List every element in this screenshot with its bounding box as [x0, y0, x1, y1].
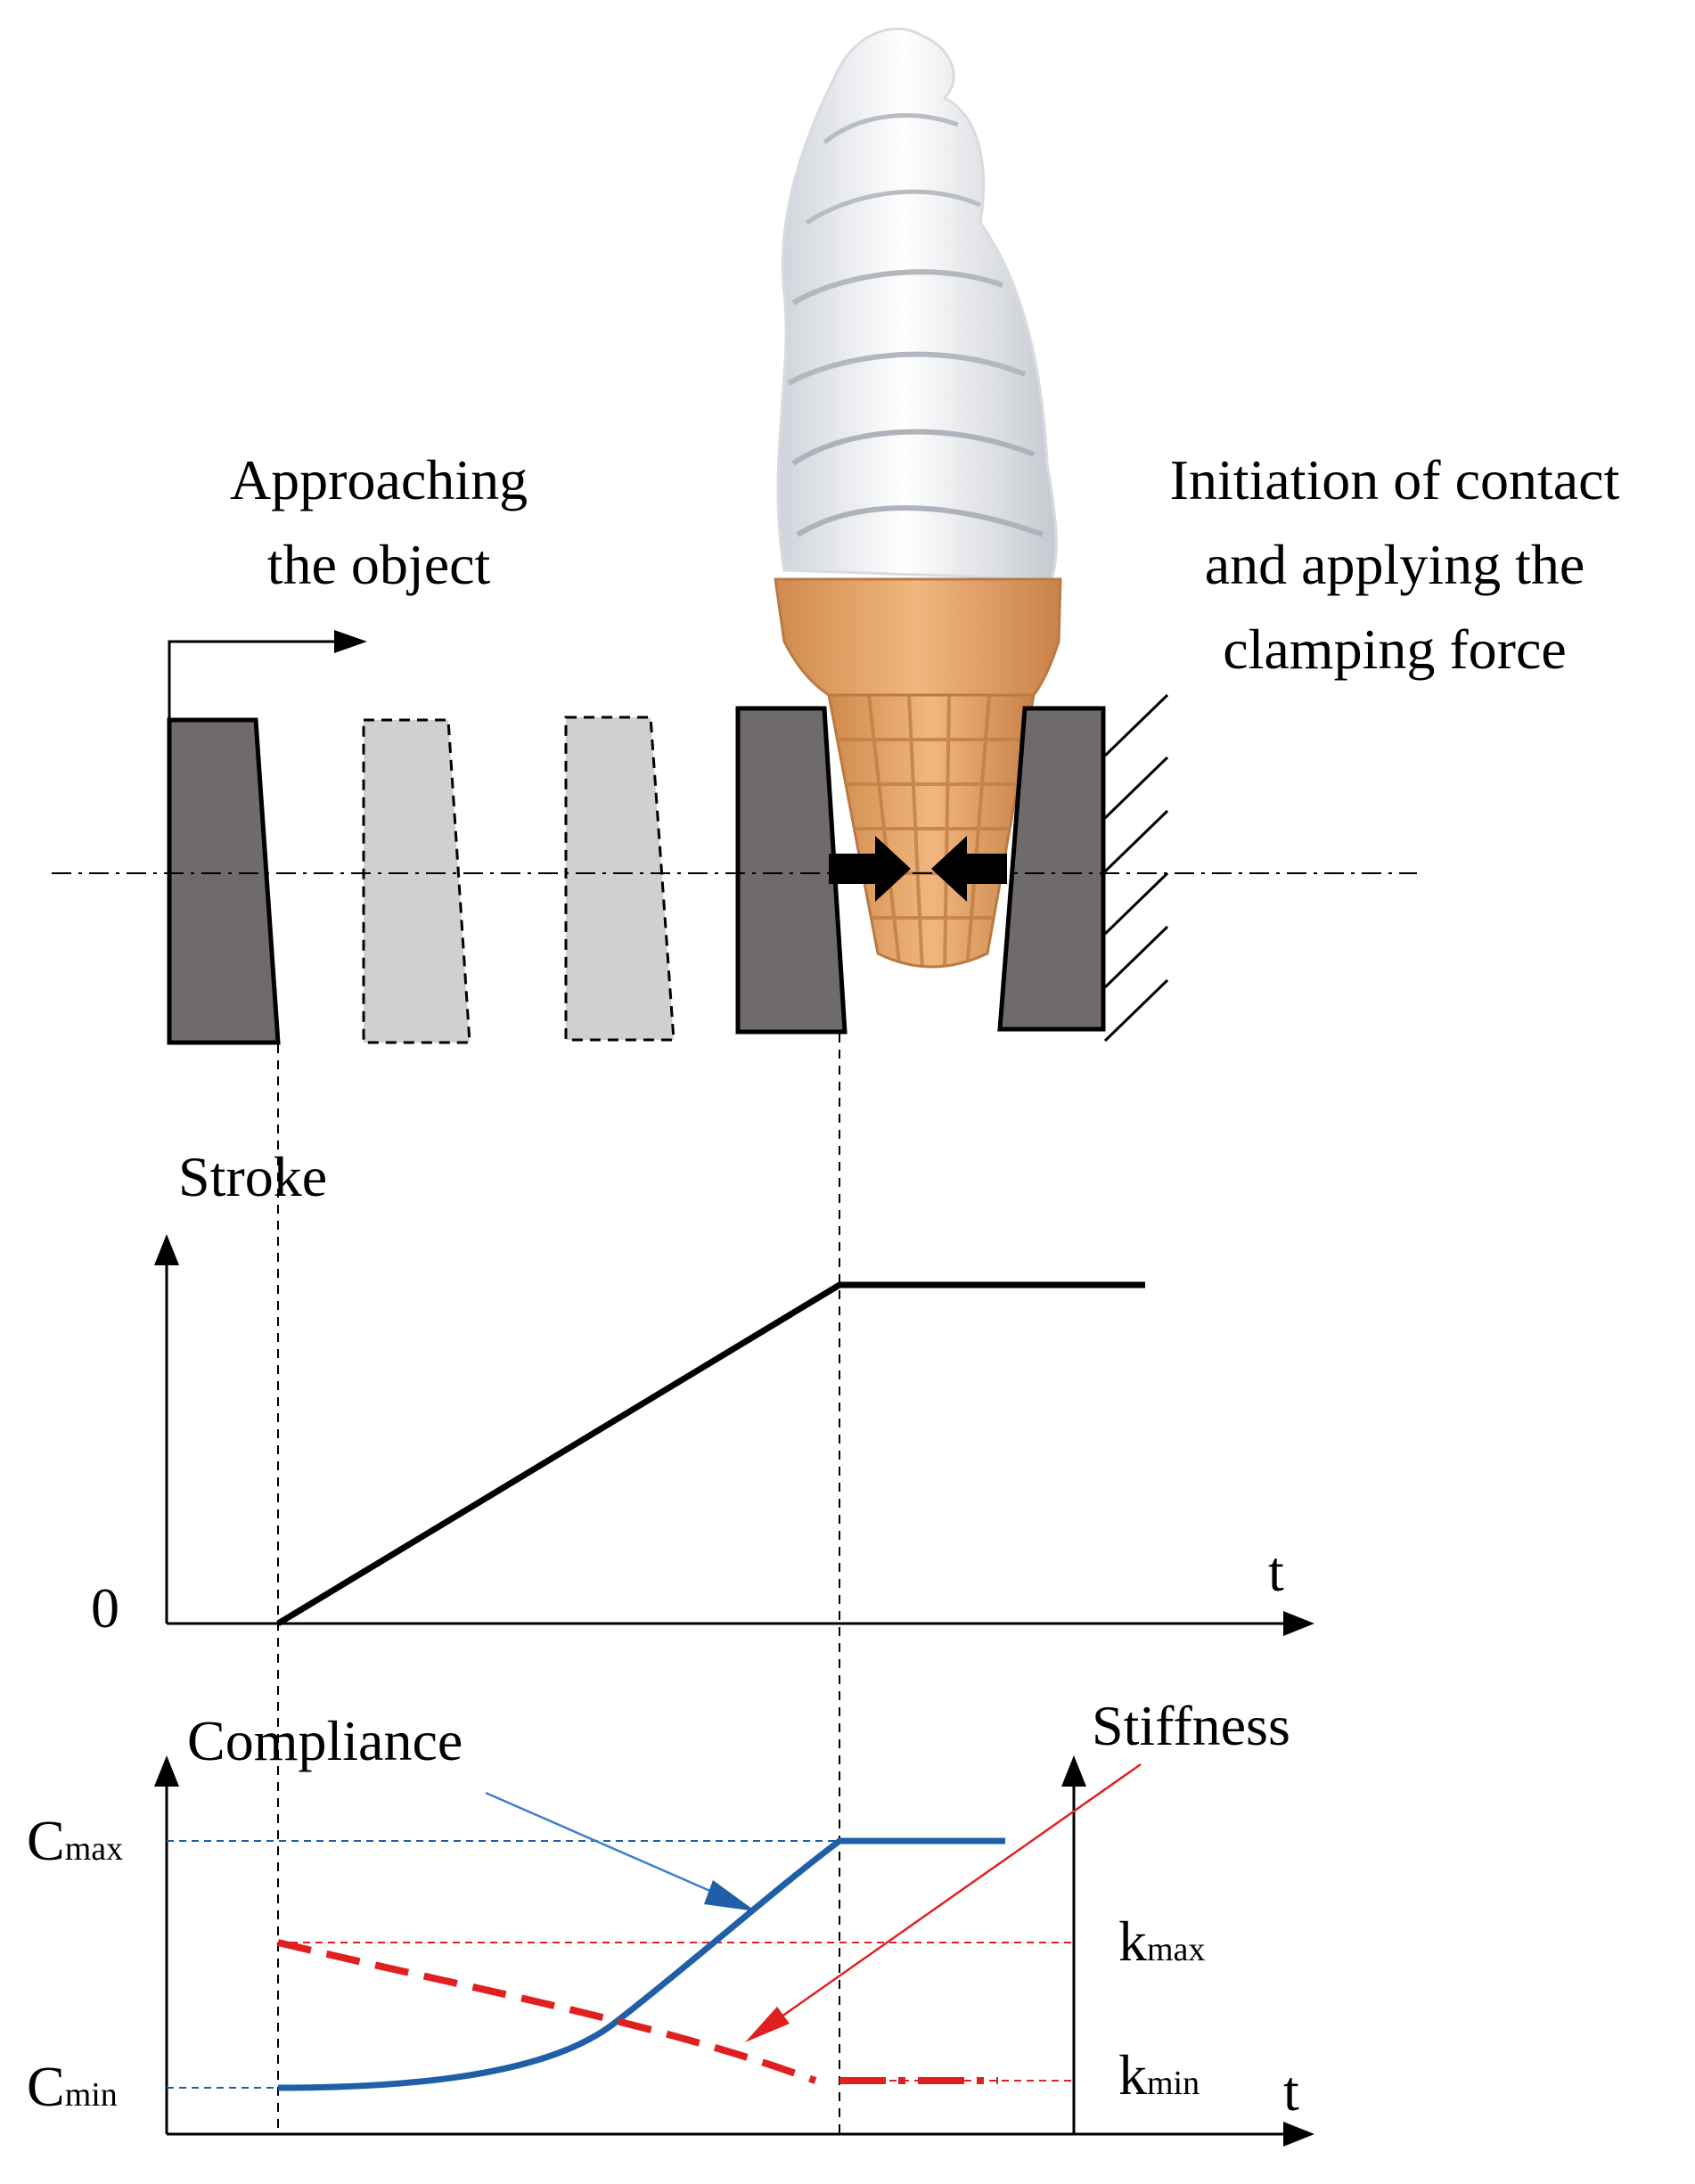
kmin-subscript: min — [1147, 2065, 1200, 2102]
cmin-letter: C — [27, 2055, 65, 2118]
compliance-pointer-arrow — [485, 1791, 756, 1911]
kmin-letter: k — [1118, 2043, 1147, 2106]
stroke-chart: Stroke 0 t — [91, 1145, 1314, 1640]
stiffness-curve-decreasing — [277, 1939, 817, 2084]
approach-label-line1: Approaching — [230, 448, 528, 511]
ice-cream-cone-icon — [774, 27, 1062, 969]
gripper-jaw-ghost-1 — [362, 718, 471, 1044]
contact-label-line2: and applying the — [1205, 533, 1585, 596]
fixed-support-icon — [1103, 693, 1169, 1043]
stroke-axis-label: Stroke — [178, 1145, 327, 1208]
compliance-y-axis-arrow — [154, 1755, 179, 1787]
contact-label-line3: clamping force — [1223, 618, 1567, 681]
stroke-x-axis-arrow — [1283, 1611, 1314, 1636]
stiffness-label: Stiffness — [1092, 1694, 1290, 1757]
stiffness-y-axis-arrow — [1061, 1755, 1086, 1787]
stroke-curve — [276, 1281, 1145, 1626]
clamp-arrow-icon — [829, 836, 1007, 902]
cmax-label: Cmax — [27, 1809, 123, 1872]
compliance-label: Compliance — [187, 1709, 463, 1772]
cmin-subscript: min — [65, 2076, 118, 2114]
stroke-zero-label: 0 — [91, 1576, 119, 1640]
contact-label-line1: Initiation of contact — [1170, 448, 1620, 511]
kmin-label: kmin — [1118, 2043, 1200, 2106]
compliance-stiffness-chart: Compliance Stiffness t Cmax Cmin kmax km… — [27, 1694, 1314, 2147]
stiffness-pointer-arrow — [745, 1763, 1142, 2042]
stroke-t-label: t — [1268, 1540, 1284, 1603]
time-t-label: t — [1283, 2059, 1299, 2123]
gripper-jaw-start — [167, 717, 281, 1045]
cmax-subscript: max — [65, 1830, 123, 1868]
gripper-jaw-ghost-2 — [564, 716, 676, 1042]
stroke-y-axis-arrow — [154, 1234, 179, 1265]
approach-arrow-icon — [168, 630, 367, 720]
cmin-label: Cmin — [27, 2055, 118, 2118]
gripper-jaw-contact-left — [735, 706, 848, 1035]
gripper-jaw-contact-right — [997, 706, 1106, 1032]
cmax-letter: C — [27, 1809, 65, 1872]
compliance-curve — [277, 1837, 1005, 2091]
time-x-axis-arrow — [1283, 2122, 1314, 2147]
kmax-label: kmax — [1118, 1910, 1205, 1973]
approach-label-line2: the object — [267, 533, 491, 596]
kmax-subscript: max — [1147, 1931, 1205, 1968]
kmax-letter: k — [1118, 1910, 1147, 1973]
